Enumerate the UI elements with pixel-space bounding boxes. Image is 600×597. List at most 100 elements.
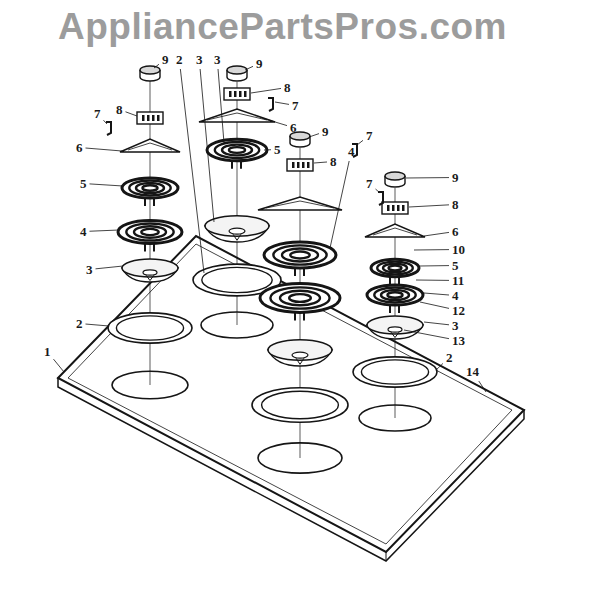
callout-number: 3 <box>196 52 203 67</box>
drip-bowl <box>122 259 178 282</box>
callout-number: 2 <box>446 350 453 365</box>
callout-number: 3 <box>86 262 93 277</box>
leader-line <box>86 148 123 151</box>
leader-line <box>275 102 289 104</box>
callout-number: 11 <box>452 273 464 288</box>
surface-element <box>371 259 419 284</box>
mounting-clip <box>378 192 383 205</box>
support-bracket <box>120 139 180 152</box>
leader-line <box>414 249 449 250</box>
leader-line <box>420 265 449 266</box>
leader-line <box>262 118 287 126</box>
callout-number: 1 <box>44 344 51 359</box>
callout-number: 13 <box>452 333 465 348</box>
leader-line <box>245 66 253 70</box>
callout-number: 6 <box>76 140 83 155</box>
callout-number: 9 <box>256 56 263 71</box>
callout-number: 7 <box>366 176 373 191</box>
leader-line <box>424 322 449 325</box>
leader-line <box>376 189 381 193</box>
leader-line <box>357 140 363 145</box>
drip-bowl <box>367 316 423 339</box>
callout-number: 4 <box>452 288 459 303</box>
leader-line <box>54 359 65 372</box>
callout-number: 9 <box>452 170 459 185</box>
callout-number: 10 <box>452 242 465 257</box>
cooktop-plate <box>58 236 524 561</box>
callout-number: 2 <box>176 52 183 67</box>
leader-line <box>251 88 281 93</box>
callout-number: 7 <box>366 128 373 143</box>
support-bracket <box>258 197 342 210</box>
surface-element <box>122 178 178 206</box>
callout-number: 8 <box>330 154 337 169</box>
callout-number: 7 <box>292 98 299 113</box>
terminal-block <box>287 159 313 171</box>
leader-line <box>330 161 349 248</box>
leader-line <box>406 177 449 178</box>
leader-line <box>404 330 449 339</box>
terminal-block <box>137 112 163 124</box>
watermark: AppliancePartsPros.com <box>58 6 507 48</box>
assembly-axis <box>150 80 395 458</box>
surface-element <box>260 284 340 321</box>
leader-line <box>126 112 138 116</box>
callout-number: 9 <box>162 52 169 67</box>
leader-lines <box>54 64 487 392</box>
trim-ring <box>108 313 192 343</box>
trim-ring <box>353 357 437 387</box>
leader-line <box>90 230 120 231</box>
callout-number: 5 <box>80 176 87 191</box>
leader-line <box>479 381 486 392</box>
callout-number: 5 <box>452 258 459 273</box>
leader-line <box>264 149 271 150</box>
callout-number: 8 <box>116 102 123 117</box>
terminal-block <box>382 202 408 214</box>
callout-number: 6 <box>452 224 459 239</box>
callout-number: 14 <box>466 364 479 379</box>
surface-element <box>367 285 423 313</box>
leader-line <box>154 64 159 68</box>
leader-line <box>416 280 449 281</box>
surface-element <box>207 139 267 169</box>
leader-line <box>424 293 449 295</box>
surface-element <box>264 242 336 276</box>
drip-bowl <box>205 216 269 242</box>
callout-number: 7 <box>94 106 101 121</box>
drip-bowl <box>268 340 332 366</box>
callout-number: 8 <box>284 80 291 95</box>
leader-line <box>180 69 204 273</box>
surface-element <box>118 220 182 251</box>
leader-line <box>218 69 224 143</box>
callout-number: 9 <box>322 124 329 139</box>
leader-line <box>104 120 108 124</box>
leader-line <box>90 184 124 186</box>
control-knob <box>385 172 405 187</box>
terminal-block <box>224 88 250 100</box>
callout-number: 12 <box>452 303 465 318</box>
leader-line <box>420 302 449 308</box>
callout-number: 3 <box>214 52 221 67</box>
support-bracket <box>365 224 425 237</box>
support-bracket <box>199 109 275 122</box>
leader-line <box>409 205 449 207</box>
leader-line <box>96 266 124 269</box>
control-knob <box>140 66 160 81</box>
leader-line <box>309 134 319 137</box>
trim-ring <box>252 388 348 423</box>
callout-number: 4 <box>348 144 355 159</box>
control-knob <box>227 66 247 81</box>
callout-number: 2 <box>76 316 83 331</box>
callout-number: 4 <box>80 224 87 239</box>
callout-number: 6 <box>290 120 297 135</box>
leader-line <box>436 363 443 370</box>
callout-number: 8 <box>452 197 459 212</box>
leader-line <box>314 162 327 163</box>
callout-number: 3 <box>452 318 459 333</box>
callout-number: 5 <box>274 142 281 157</box>
mounting-clip <box>268 98 273 111</box>
leader-line <box>200 69 214 222</box>
leader-line <box>86 324 110 326</box>
leader-line <box>424 232 449 236</box>
